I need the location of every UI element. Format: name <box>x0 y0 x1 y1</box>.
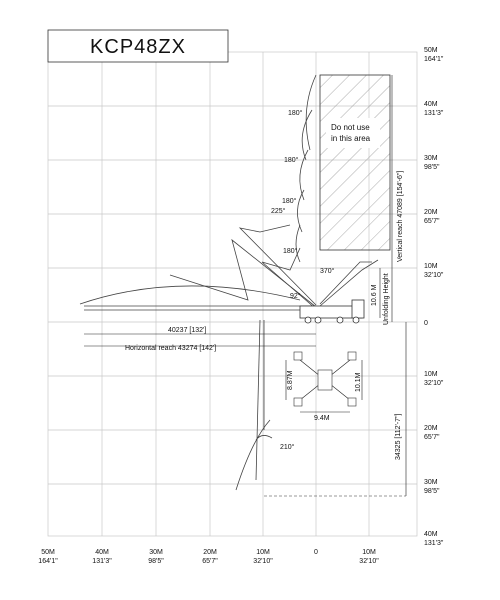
y-tick-ft: 164'1" <box>424 56 444 63</box>
outrigger-height-label: 8.87M <box>287 370 294 390</box>
x-tick-m: 0 <box>314 549 318 556</box>
outrigger-width-label: 9.4M <box>314 415 330 422</box>
angle-label: 180° <box>288 109 303 117</box>
y-tick-m: 20M <box>424 425 438 432</box>
angle-label: 210° <box>280 443 295 451</box>
title-box: KCP48ZX <box>47 29 229 63</box>
angle-labels: 180° 180° 180° 225° 180° 370° 92° 210° <box>271 109 335 451</box>
x-tick-m: 10M <box>256 549 270 556</box>
y-tick-m: 20M <box>424 209 438 216</box>
y-tick-m: 30M <box>424 155 438 162</box>
angle-label: 180° <box>283 247 298 255</box>
y-tick-ft: 131'3" <box>424 540 444 547</box>
y-tick-m: 0 <box>424 320 428 327</box>
no-use-label-line1: Do not use <box>331 123 370 132</box>
truck <box>299 299 365 324</box>
x-tick-ft: 131'3" <box>92 558 112 565</box>
reach-40237-label: 40237 [132'] <box>168 327 206 334</box>
reach-envelope <box>79 74 317 491</box>
x-tick-m: 50M <box>41 549 55 556</box>
y-tick-ft: 65'7" <box>424 434 440 441</box>
dimension-lines <box>84 75 407 497</box>
dimension-labels: Vertical reach 47089 [154'-6"] 10.6 M Un… <box>125 171 404 460</box>
y-tick-m: 40M <box>424 101 438 108</box>
angle-label: 370° <box>320 267 335 275</box>
angle-label: 180° <box>284 156 299 164</box>
y-axis: 50M 164'1" 40M 131'3" 30M 98'5" 20M 65'7… <box>424 47 444 547</box>
x-tick-ft: 98'5" <box>148 558 164 565</box>
outrigger <box>293 351 357 407</box>
unfolding-height-label: Unfolding Height <box>383 273 390 325</box>
angle-label: 225° <box>271 207 286 215</box>
y-tick-m: 50M <box>424 47 438 54</box>
x-tick-ft: 32'10" <box>253 558 273 565</box>
y-tick-ft: 65'7" <box>424 218 440 225</box>
no-use-label-line2: in this area <box>331 134 371 143</box>
y-tick-ft: 98'5" <box>424 164 440 171</box>
y-tick-m: 40M <box>424 531 438 538</box>
x-axis: 50M 164'1" 40M 131'3" 30M 98'5" 20M 65'7… <box>38 549 379 565</box>
angle-label: 92° <box>290 292 301 300</box>
horizontal-reach-label: Horizontal reach 43274 [142'] <box>125 345 216 352</box>
y-tick-m: 30M <box>424 479 438 486</box>
x-tick-ft: 65'7" <box>202 558 218 565</box>
lower-boom <box>255 319 273 481</box>
vertical-reach-label: Vertical reach 47089 [154'-6"] <box>397 171 404 262</box>
angle-label: 180° <box>282 197 297 205</box>
x-tick-ft: 164'1" <box>38 558 58 565</box>
y-tick-m: 10M <box>424 263 438 270</box>
x-tick-m: 30M <box>149 549 163 556</box>
diagram-title: KCP48ZX <box>90 36 186 58</box>
y-tick-ft: 32'10" <box>424 272 444 279</box>
x-tick-m: 20M <box>203 549 217 556</box>
x-tick-ft: 32'10" <box>359 558 379 565</box>
y-tick-ft: 98'5" <box>424 488 440 495</box>
boom-sections <box>84 224 379 311</box>
y-tick-ft: 32'10" <box>424 380 444 387</box>
outrigger-vertical-label: 10.1M <box>355 372 362 392</box>
y-tick-m: 10M <box>424 371 438 378</box>
depth-34325-label: 34325 [112'-7"] <box>395 413 402 460</box>
x-tick-m: 40M <box>95 549 109 556</box>
no-use-area: Do not use in this area <box>319 74 391 251</box>
x-tick-m: 10M <box>362 549 376 556</box>
y-tick-ft: 131'3" <box>424 110 444 117</box>
unfolding-height-value: 10.6 M <box>371 284 378 306</box>
